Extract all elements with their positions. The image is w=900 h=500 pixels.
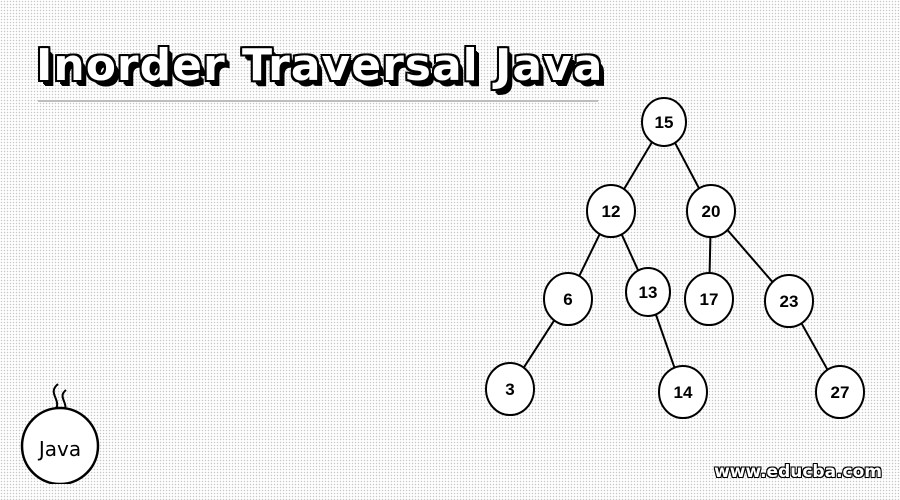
tree-node-circle — [764, 274, 814, 328]
tree-node-label: 14 — [674, 383, 693, 402]
tree-node-23: 23 — [764, 274, 814, 328]
tree-node-circle — [658, 365, 708, 419]
tree-node-27: 27 — [815, 365, 865, 419]
tree-edge — [799, 321, 830, 372]
tree-node-label: 15 — [655, 113, 674, 132]
tree-node-circle — [625, 267, 671, 317]
tree-edge — [725, 228, 775, 284]
tree-edges — [522, 140, 830, 372]
tree-edge — [620, 232, 640, 273]
tree-node-15: 15 — [641, 97, 687, 147]
tree-node-label: 27 — [831, 383, 850, 402]
tree-node-label: 6 — [563, 290, 572, 309]
tree-node-circle — [543, 272, 593, 326]
tree-node-circle — [485, 362, 535, 416]
tree-node-6: 6 — [543, 272, 593, 326]
java-logo: Java — [18, 380, 104, 486]
tree-edge — [654, 312, 677, 370]
tree-node-20: 20 — [686, 184, 736, 238]
tree-edge — [622, 140, 654, 191]
tree-node-label: 17 — [700, 290, 719, 309]
tree-node-12: 12 — [586, 184, 636, 238]
tree-node-3: 3 — [485, 362, 535, 416]
tree-node-label: 20 — [702, 202, 721, 221]
tree-node-14: 14 — [658, 365, 708, 419]
tree-node-circle — [815, 365, 865, 419]
tree-node-circle — [641, 97, 687, 147]
watermark: www.educba.com — [714, 462, 882, 482]
tree-node-label: 23 — [780, 292, 799, 311]
tree-edge — [577, 232, 602, 278]
tree-edge — [708, 234, 712, 276]
tree-node-13: 13 — [625, 267, 671, 317]
tree-edge — [522, 318, 556, 370]
tree-node-label: 3 — [505, 380, 514, 399]
tree-nodes: 15 12 20 6 13 17 23 3 14 27 — [485, 97, 865, 419]
tree-node-label: 13 — [639, 283, 658, 302]
tree-node-circle — [684, 272, 734, 326]
java-coffee-cup-icon: Java — [20, 383, 100, 486]
java-logo-label: Java — [37, 437, 81, 461]
tree-node-label: 12 — [602, 202, 621, 221]
tree-node-circle — [586, 184, 636, 238]
tree-edge — [673, 140, 701, 191]
tree-node-circle — [686, 184, 736, 238]
title-underline — [38, 100, 598, 102]
tree-node-17: 17 — [684, 272, 734, 326]
page-title: Inorder Traversal Java — [36, 40, 604, 91]
